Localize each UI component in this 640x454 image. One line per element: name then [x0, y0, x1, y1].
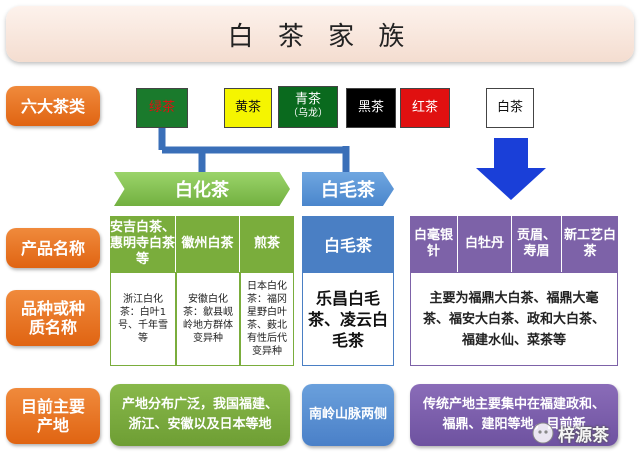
variety-zhejiang: 浙江白化茶：白叶1号、千年雪等 [110, 272, 176, 366]
tea-black: 黑茶 [346, 88, 396, 128]
tea-qing-sub: （乌龙） [288, 108, 328, 119]
variety-anhui: 安徽白化茶：歙县岘岭地方群体变异种 [176, 272, 240, 366]
page-title: 白 茶 家 族 [6, 6, 634, 62]
wechat-icon [532, 422, 554, 444]
row-label-product-name: 产品名称 [6, 228, 100, 268]
product-jiancha: 煎茶 [240, 216, 294, 272]
watermark: 梓源茶 [532, 418, 636, 448]
variety-white: 主要为福鼎大白茶、福鼎大毫茶、福安大白茶、政和大白茶、福建水仙、菜茶等 [410, 272, 618, 366]
product-new-craft: 新工艺白茶 [562, 216, 618, 272]
product-baimao: 白毛茶 [302, 216, 394, 272]
region-baimao: 南岭山脉两侧 [302, 384, 394, 446]
region-baihua: 产地分布广泛，我国福建、浙江、安徽以及日本等地 [110, 384, 290, 446]
row-label-variety: 品种或种质名称 [6, 290, 100, 346]
tea-white: 白茶 [486, 88, 534, 128]
product-anji: 安吉白茶、惠明寺白茶等 [110, 216, 176, 272]
tea-yellow: 黄茶 [224, 88, 272, 128]
tea-green: 绿茶 [136, 88, 188, 128]
product-baimudan: 白牡丹 [458, 216, 512, 272]
tea-qing: 青茶 （乌龙） [278, 86, 338, 128]
tea-qing-label: 青茶 [294, 92, 321, 107]
region-white: 传统产地主要集中在福建政和、福鼎、建阳等地，目前新 [410, 384, 618, 446]
product-baihao-yinzhen: 白毫银针 [410, 216, 458, 272]
tea-red: 红茶 [400, 88, 450, 128]
product-huizhou: 徽州白茶 [176, 216, 240, 272]
connector-lines [158, 128, 350, 172]
watermark-text: 梓源茶 [558, 425, 609, 446]
group-baimao: 白毛茶 [302, 172, 394, 206]
group-baihua: 白化茶 [114, 172, 290, 206]
row-label-six-teas: 六大茶类 [6, 86, 100, 126]
variety-japan: 日本白化茶：福冈星野白叶茶、薮北有性后代变异种 [240, 272, 294, 366]
variety-baimao: 乐昌白毛茶、凌云白毛茶 [302, 272, 394, 366]
down-arrow-icon [476, 138, 546, 200]
product-gongmei: 贡眉、寿眉 [512, 216, 562, 272]
row-label-region: 目前主要产地 [6, 388, 100, 444]
